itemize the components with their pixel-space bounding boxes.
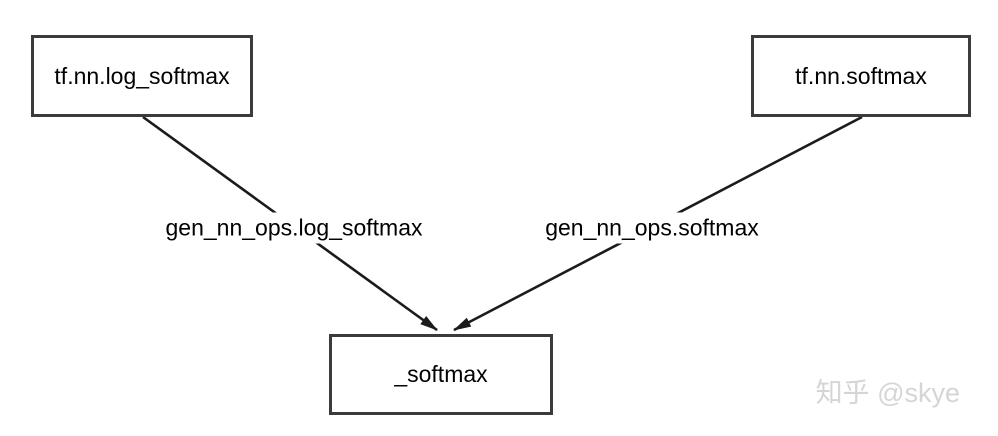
watermark: 知乎 @skye <box>815 378 960 408</box>
node-label: tf.nn.softmax <box>795 62 927 89</box>
node-label: _softmax <box>394 361 488 387</box>
node-tf-nn-softmax: tf.nn.softmax <box>751 35 971 117</box>
node-tf-nn-log-softmax: tf.nn.log_softmax <box>31 35 253 117</box>
node-label: tf.nn.log_softmax <box>54 62 230 89</box>
node-softmax: _softmax <box>329 334 553 415</box>
edge-label-gen-nn-ops-softmax: gen_nn_ops.softmax <box>540 212 764 244</box>
edge-label-gen-nn-ops-log-softmax: gen_nn_ops.log_softmax <box>160 212 428 244</box>
